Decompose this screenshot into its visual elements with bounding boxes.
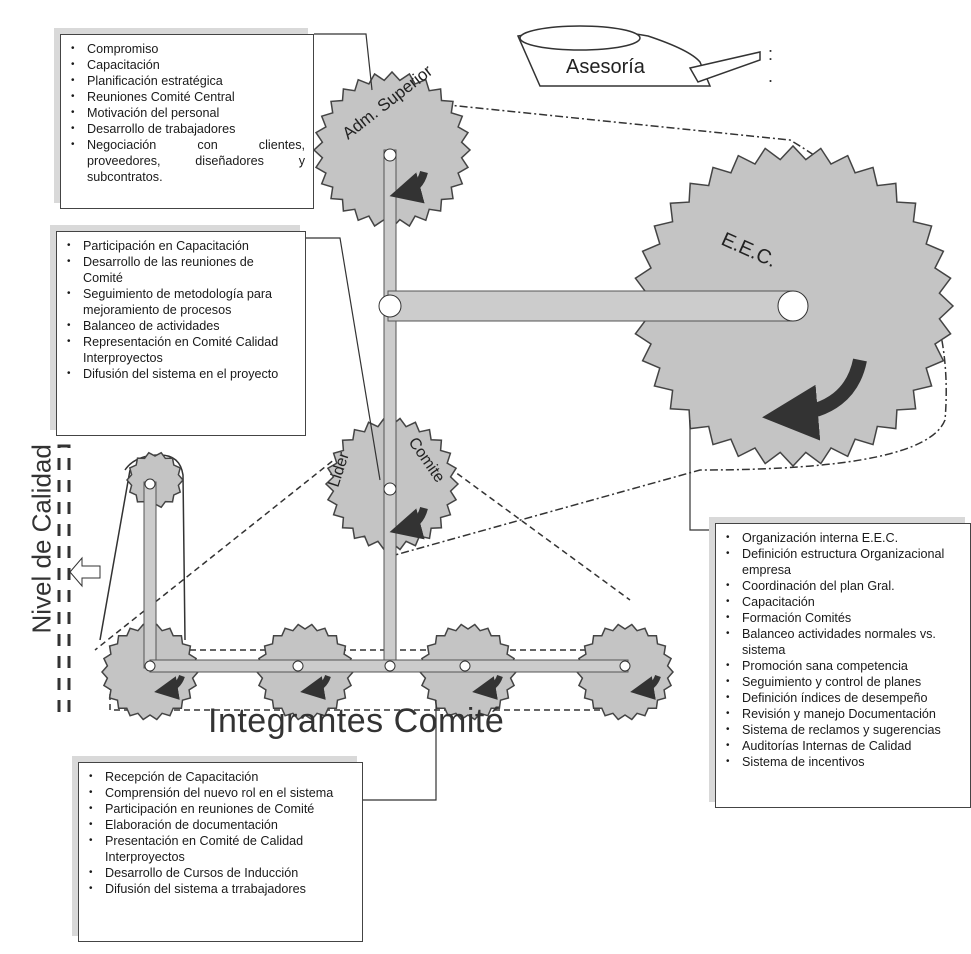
admin-superior-item: Motivación del personal (71, 105, 305, 121)
eec-rotation-arrow (762, 358, 867, 441)
integrantes-item: Presentación en Comité de Calidad Interp… (89, 833, 354, 865)
lider-comite-item: Seguimiento de metodología para mejorami… (67, 286, 297, 318)
integrante-hub-2 (292, 660, 304, 672)
lider-comite-item: Representación en Comité Calidad Interpr… (67, 334, 297, 366)
integrantes-box: Recepción de CapacitaciónComprensión del… (78, 762, 363, 942)
integrantes-item: Difusión del sistema a trrabajadores (89, 881, 354, 897)
eec-item: Coordinación del plan Gral. (726, 578, 962, 594)
eec-item: Auditorías Internas de Calidad (726, 738, 962, 754)
integrante-arrows (154, 674, 661, 700)
level-hub (144, 478, 156, 490)
eec-item: Sistema de reclamos y sugerencias (726, 722, 962, 738)
eec-item: Revisión y manejo Documentación (726, 706, 962, 722)
eec-item: Formación Comités (726, 610, 962, 626)
integrante-hub-4 (459, 660, 471, 672)
asesoria-dots: : (768, 44, 773, 64)
level-scale (57, 444, 71, 714)
integrantes-comite-label: Integrantes Comité (208, 702, 505, 740)
eec-item: Organización interna E.E.C. (726, 530, 962, 546)
lider-hub (383, 482, 397, 496)
admin-superior-item: Desarrollo de trabajadores (71, 121, 305, 137)
integrantes-item: Elaboración de documentación (89, 817, 354, 833)
admin-superior-item: Planificación estratégica (71, 73, 305, 89)
admin-hub (383, 148, 397, 162)
leader-lines (306, 33, 715, 801)
eec-item: Sistema de incentivos (726, 754, 962, 770)
asesoria-label: Asesoría (566, 56, 645, 78)
admin-superior-item: Reuniones Comité Central (71, 89, 305, 105)
integrantes-item: Participación en reuniones de Comité (89, 801, 354, 817)
admin-superior-box: CompromisoCapacitaciónPlanificación estr… (60, 34, 314, 209)
asesoria-can-icon (516, 25, 761, 87)
lider-comite-item: Difusión del sistema en el proyecto (67, 366, 297, 382)
level-gear (126, 451, 184, 509)
admin-superior-item: Compromiso (71, 41, 305, 57)
asesoria-dots-2: . (768, 66, 773, 86)
level-up-arrow (69, 556, 101, 588)
admin-superior-item: Capacitación (71, 57, 305, 73)
lider-comite-box: Participación en CapacitaciónDesarrollo … (56, 231, 306, 436)
eec-box: Organización interna E.E.C.Definición es… (715, 523, 971, 808)
integrantes-item: Recepción de Capacitación (89, 769, 354, 785)
eec-arm (387, 290, 794, 322)
eec-item: Definición índices de desempeño (726, 690, 962, 706)
nivel-calidad-label: Nivel de Calidad (26, 444, 57, 634)
admin-shaft (383, 149, 397, 669)
integrante-hub-1 (144, 660, 156, 672)
admin-superior-item: Negociación con clientes, proveedores, d… (71, 137, 305, 185)
eec-item: Balanceo actividades normales vs. sistem… (726, 626, 962, 658)
level-shaft (143, 481, 157, 669)
lider-comite-item: Participación en Capacitación (67, 238, 297, 254)
eec-item: Promoción sana competencia (726, 658, 962, 674)
eec-item: Definición estructura Organizacional emp… (726, 546, 962, 578)
integrantes-item: Desarrollo de Cursos de Inducción (89, 865, 354, 881)
integrante-hub-5 (619, 660, 631, 672)
lider-comite-item: Desarrollo de las reuniones de Comité (67, 254, 297, 286)
lider-comite-item: Balanceo de actividades (67, 318, 297, 334)
eec-hub (777, 290, 809, 322)
admin-rotation-arrow (389, 170, 428, 204)
integrante-hub-3 (384, 660, 396, 672)
eec-item: Seguimiento y control de planes (726, 674, 962, 690)
eec-left-hub (378, 294, 402, 318)
lider-rotation-arrow (389, 506, 428, 540)
integrantes-item: Comprensión del nuevo rol en el sistema (89, 785, 354, 801)
eec-item: Capacitación (726, 594, 962, 610)
